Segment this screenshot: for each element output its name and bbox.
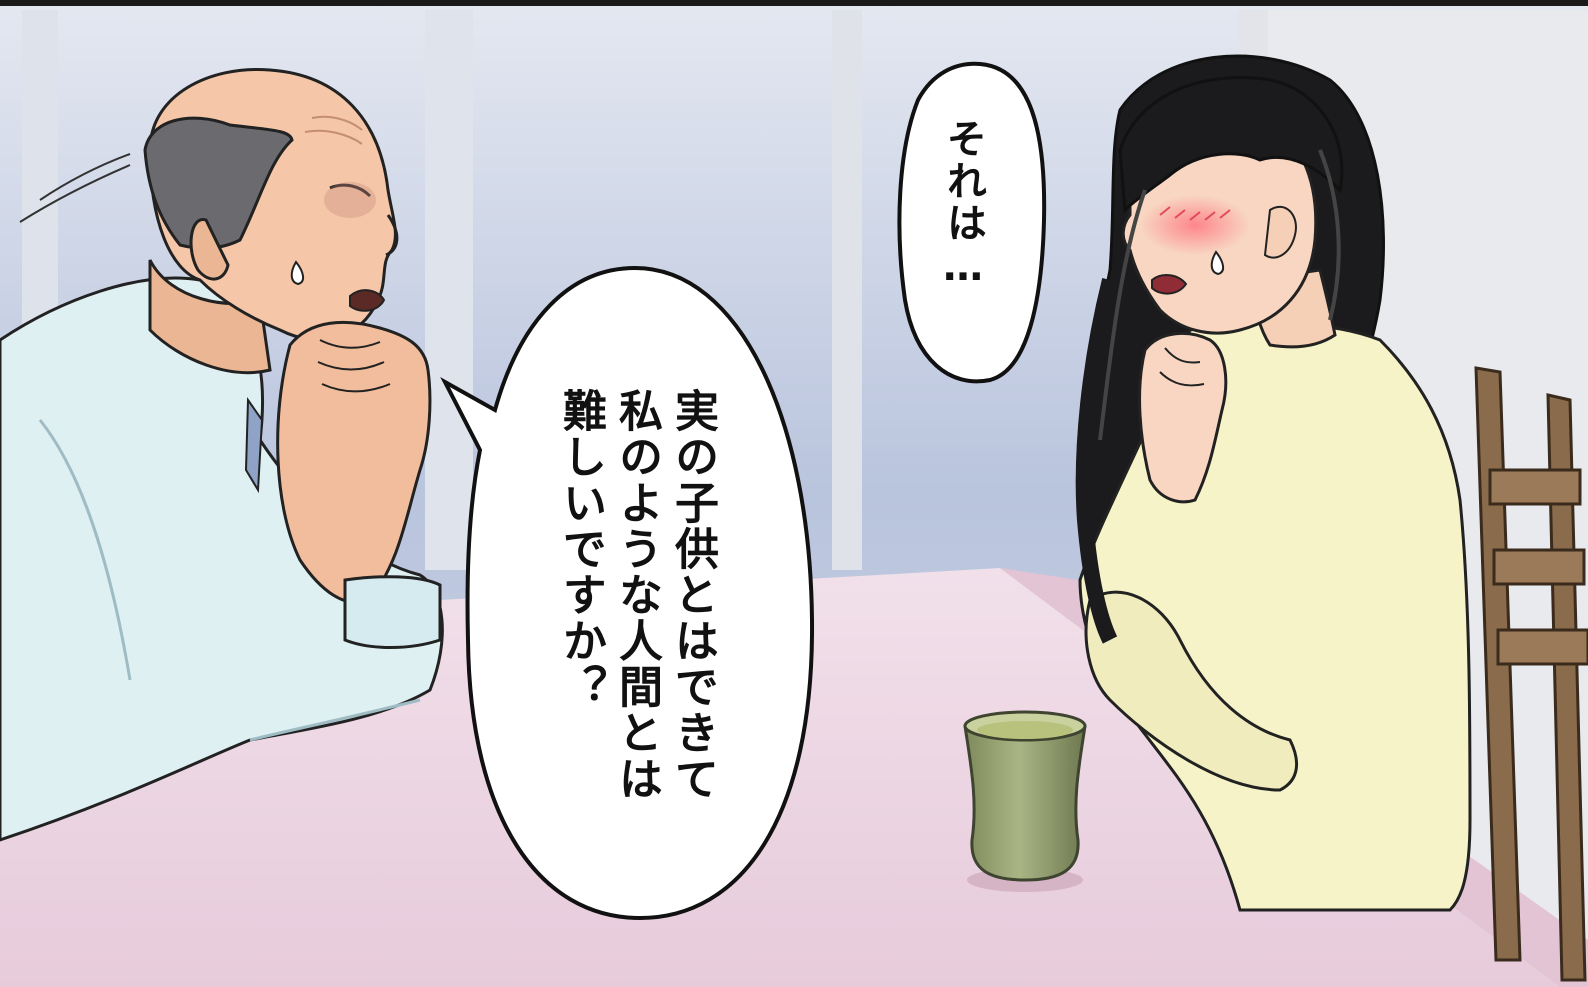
tea-cup: [963, 710, 1087, 892]
old-man: [0, 67, 444, 842]
speech-line-1: 実の子供とはできて: [667, 388, 718, 802]
speech-bubble-man: [440, 265, 815, 921]
speech-text-woman: それは…: [940, 118, 986, 292]
speech-bubble-woman: [897, 61, 1047, 384]
speech-text-man: 実の子供とはできて 私のような人間とは 難しいですか？: [552, 388, 720, 802]
chair: [1474, 366, 1588, 982]
woman: [1075, 54, 1472, 912]
speech-line-2: 私のような人間とは: [611, 388, 662, 802]
speech-line-3: 難しいですか？: [555, 388, 606, 710]
